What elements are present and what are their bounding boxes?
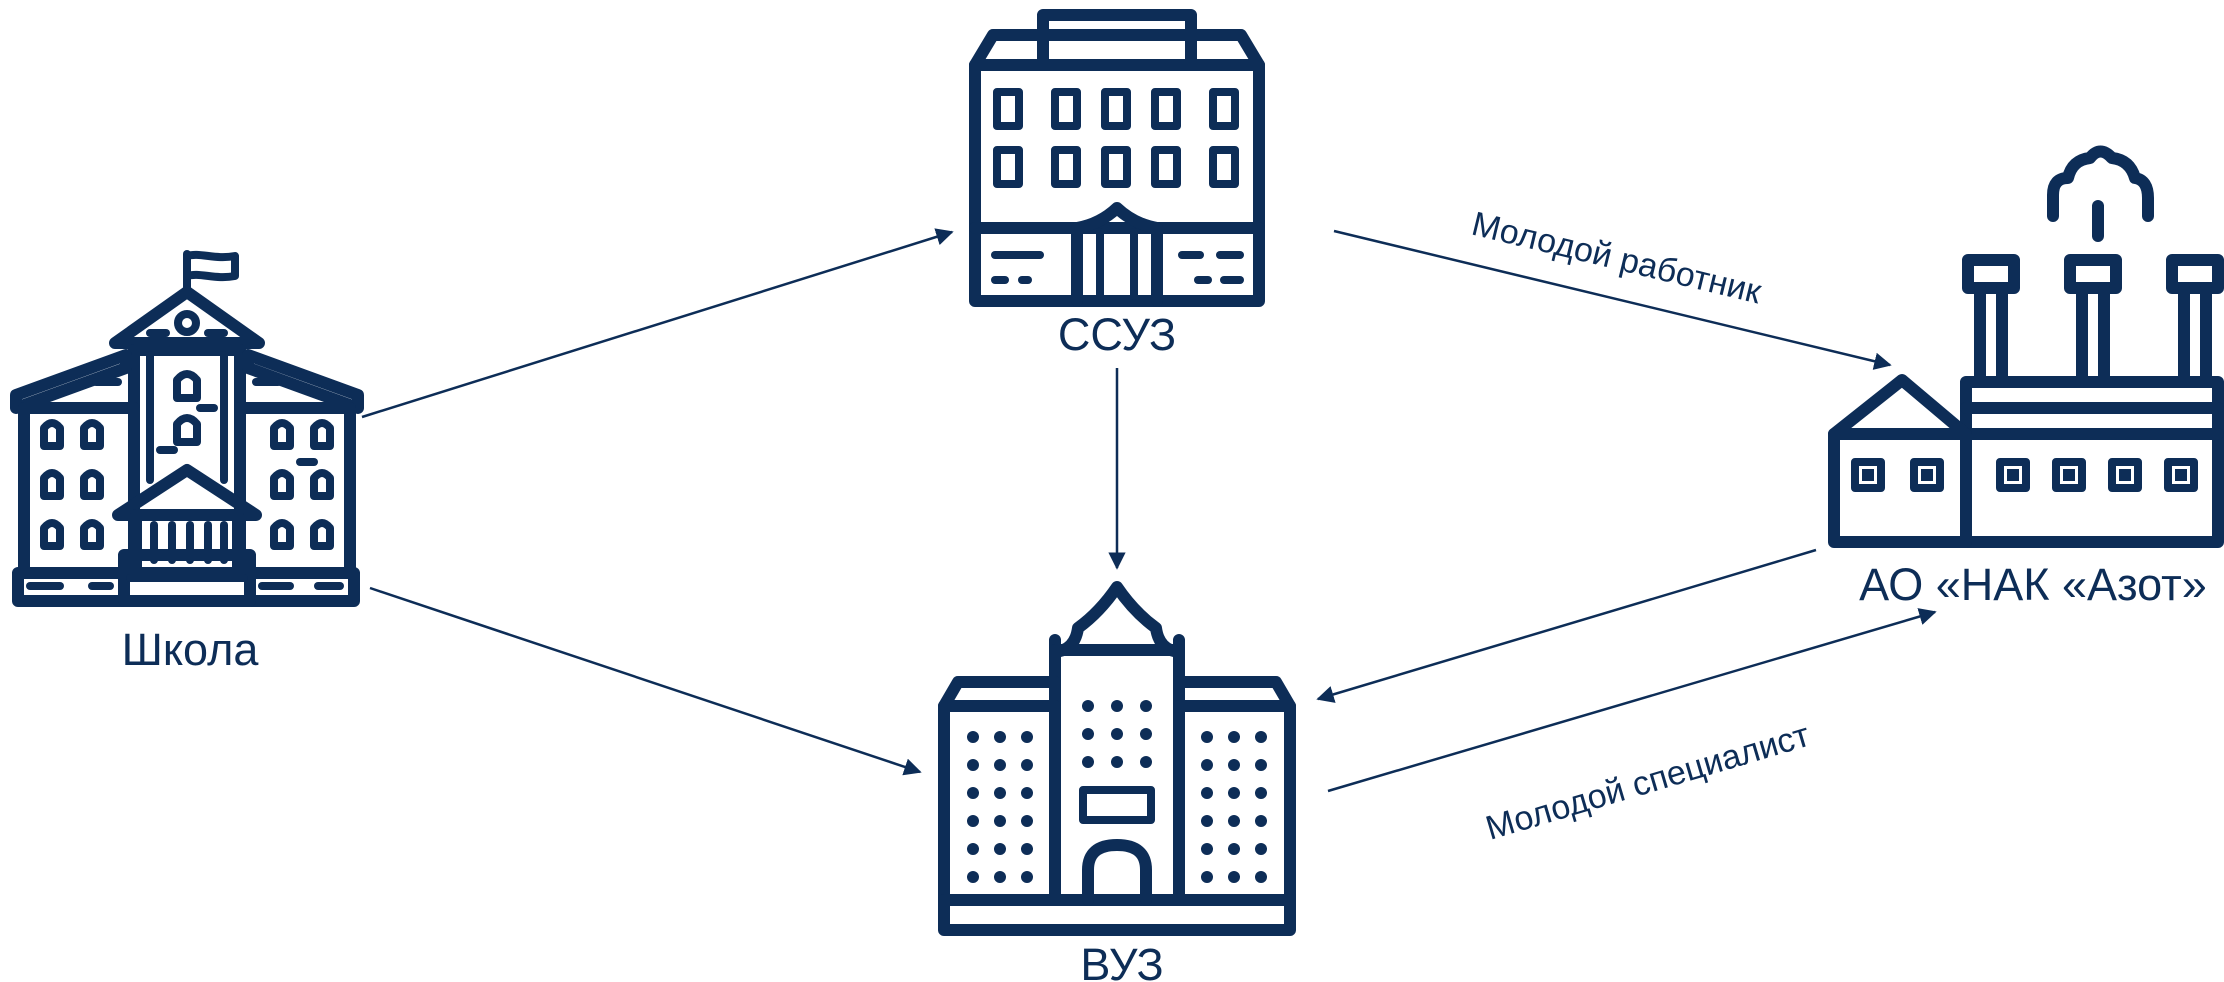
arrow-university-to-plant: [1327, 608, 1937, 793]
arrow-college-to-plant: [1333, 229, 1892, 370]
plant-label: АО «НАК «Азот»: [1859, 559, 2207, 610]
school-label: Школа: [122, 624, 260, 675]
arrow-plant-to-university: [1316, 548, 1817, 703]
factory-icon: [1828, 145, 2224, 548]
school-building-icon: [10, 250, 364, 607]
edge-label-young-worker: Молодой работник: [1468, 205, 1766, 312]
arrow-school-to-college: [361, 228, 954, 419]
university-building-icon: [938, 581, 1296, 936]
edge-label-young-specialist: Молодой специалист: [1481, 716, 1814, 848]
university-label: ВУЗ: [1080, 939, 1163, 982]
college-label: ССУЗ: [1058, 309, 1176, 360]
arrows: [361, 228, 1937, 793]
arrow-school-to-university: [369, 586, 922, 776]
college-building-icon: [969, 9, 1265, 307]
